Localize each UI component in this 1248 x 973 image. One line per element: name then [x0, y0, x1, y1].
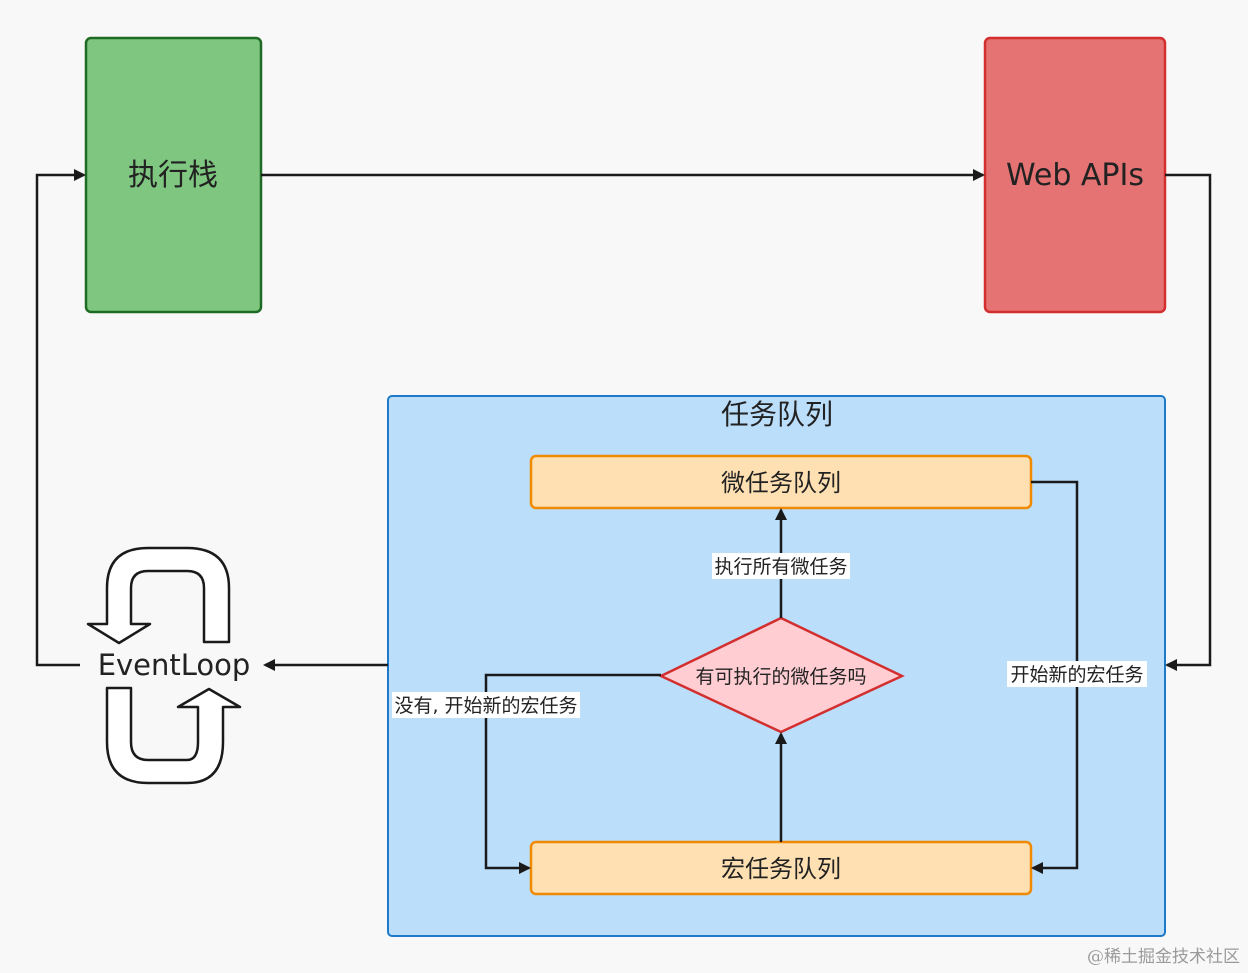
edge-label-no-start-macro: 没有, 开始新的宏任务	[392, 692, 580, 718]
watermark: @稀土掘金技术社区	[1087, 947, 1240, 967]
cycle-lower-arrow	[105, 686, 242, 785]
cycle-upper-arrow	[86, 546, 231, 645]
edge-webapis-to-queue	[1165, 173, 1212, 671]
edge-label-exec-all-micro: 执行所有微任务	[712, 553, 850, 579]
web-apis-label: Web APIs	[1006, 158, 1144, 193]
edge-eventloop-to-exec	[35, 169, 86, 667]
exec-stack-label: 执行栈	[128, 158, 218, 193]
web-apis-node: Web APIs	[983, 36, 1167, 314]
edge-label-no-start-macro-text: 没有, 开始新的宏任务	[394, 695, 577, 717]
macro-queue-node: 宏任务队列	[529, 840, 1033, 896]
edges	[35, 169, 1212, 874]
edge-label-start-new-macro: 开始新的宏任务	[1007, 661, 1147, 687]
decision-label: 有可执行的微任务吗	[695, 666, 866, 688]
edge-label-start-new-macro-text: 开始新的宏任务	[1010, 664, 1143, 686]
edge-decision-no-to-macro	[484, 673, 661, 874]
cycle-arrows-icon: EventLoop	[86, 546, 251, 785]
micro-queue-label: 微任务队列	[721, 469, 841, 497]
event-loop-label: EventLoop	[98, 648, 251, 682]
task-queue-title: 任务队列	[721, 398, 833, 431]
micro-queue-node: 微任务队列	[529, 454, 1033, 510]
macro-queue-label: 宏任务队列	[721, 855, 841, 883]
exec-stack-node: 执行栈	[84, 36, 263, 314]
edge-label-exec-all-micro-text: 执行所有微任务	[714, 556, 847, 578]
